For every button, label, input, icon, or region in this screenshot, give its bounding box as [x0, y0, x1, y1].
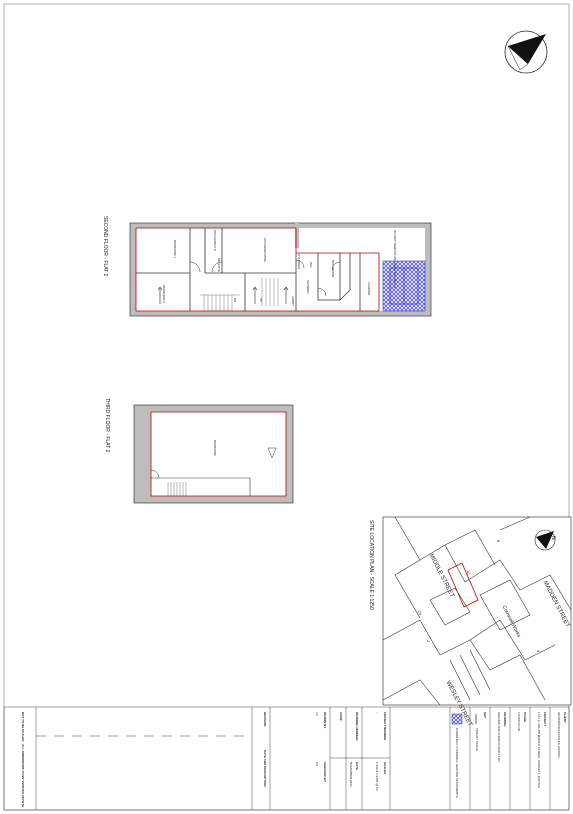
drawn-by-label: DRAWN BY — [323, 712, 327, 729]
site-number-9: 8 — [496, 540, 501, 543]
disclaimer: NOT TO BE SCALED - ALL DIMENSIONS TO BE … — [21, 712, 25, 808]
scales-label: SCALES — [383, 762, 387, 775]
key-label: KEY — [483, 712, 487, 719]
stair-label-up: UP — [259, 298, 263, 303]
project-number-label: PROJECT NUMBER — [383, 712, 387, 741]
second-floor-title: SECOND FLOOR - FLAT 2 — [102, 216, 108, 277]
room-label-wc: W.C — [309, 262, 313, 268]
code-label: CODE — [339, 712, 343, 721]
project-label: PROJECT — [543, 712, 547, 727]
scales-value: 1:100 & 1:1250 @ A4 — [375, 762, 379, 791]
site-north-label: N — [550, 536, 556, 540]
site-plan-title: SITE LOCATION PLAN - SCALE 1:1250 — [368, 520, 374, 610]
drawn-by-value: LS — [315, 712, 319, 716]
third-floor-plan — [133, 404, 294, 504]
room-label-bathroom: BATHROOM — [331, 260, 335, 278]
stage-value: LISTED PLAN — [517, 712, 521, 732]
revision-date-label: DATE AND DESCRIPTION — [263, 750, 267, 787]
date-label: DATE — [355, 762, 359, 770]
room-label-cylinder: CYLINDER — [297, 254, 301, 270]
title-block — [3, 706, 570, 811]
project-number-value: - — [375, 712, 379, 713]
wall-note: DO NOT REMOVE ANY EXISTING WALLS — [393, 230, 397, 288]
room-label-kitchenette: KITCHENETTE — [213, 230, 217, 251]
drawing-number-label: DRAWING NUMBER — [355, 712, 359, 741]
site-north-arrow-icon — [534, 529, 556, 551]
drawing-value: SECOND AND THIRD FLOOR PLAN — [497, 712, 501, 762]
room-label-lobby: LOBBY — [291, 296, 295, 307]
second-floor-plan — [129, 222, 432, 317]
room-label-kitchen-living: KITCHEN/LIVING — [263, 238, 267, 262]
stair-label-dn: DN — [233, 298, 237, 303]
room-label-ensuite: EN-SUITE — [217, 258, 221, 273]
room-label-bedroom: BEDROOM — [213, 440, 217, 456]
room-label-shower: SHOWER — [306, 280, 310, 294]
client-label: CLIENT — [563, 712, 567, 723]
checked-by-label: CHECKED BY — [323, 762, 327, 782]
date-value: NOVEMBER 2023 — [349, 762, 353, 787]
site-number-2: 2 — [426, 640, 431, 643]
project-value: FLAT 2, 30A-NN MIDDLE STREET, CONSETT, D… — [537, 712, 541, 789]
third-floor-title: THIRD FLOOR - FLAT 2 — [104, 398, 110, 453]
key-tenant-space: TENANT SPACE — [475, 728, 479, 751]
checked-by-value: CS — [315, 762, 319, 767]
drawing-label: DRAWING — [503, 712, 507, 727]
key-communal-stairwell: COMMUNAL STAIRWELL SERVING APARTMENTS — [455, 728, 459, 799]
site-number-4: 4 — [536, 650, 541, 653]
north-arrow-icon — [504, 30, 548, 74]
stage-label: STAGE — [523, 712, 527, 723]
revision-label: REVISION — [263, 712, 267, 727]
site-location-plan — [382, 516, 572, 706]
client-value: HEADWATER ESTATES LIMITED — [557, 712, 561, 758]
site-number-10: 10 — [466, 570, 471, 575]
room-label-bedroom-2: BEDROOM 2 — [162, 285, 166, 304]
room-label-bedroom-1: BEDROOM 1 — [173, 240, 177, 259]
room-label-landing: LANDING — [367, 282, 371, 296]
